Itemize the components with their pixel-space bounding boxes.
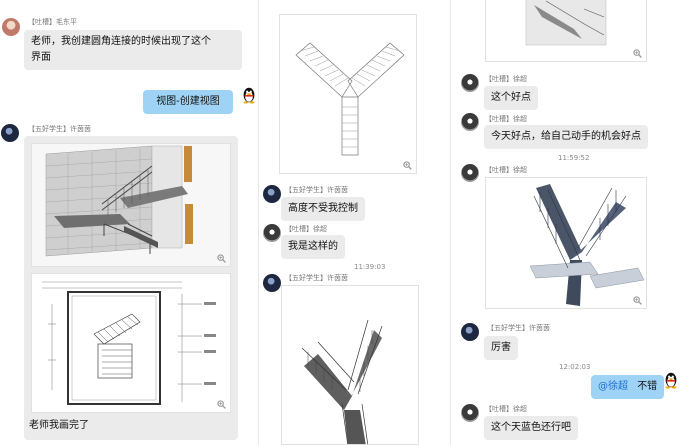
image-attachment[interactable] xyxy=(281,285,419,445)
message-text: 这个天蓝色还行吧 xyxy=(491,422,571,433)
timestamp: 11:39:03 xyxy=(354,263,386,271)
message-bubble: 老师，我创建圆角连接的时候出现了这个 界面 xyxy=(24,30,242,70)
sender-name: 【吐槽】徐超 xyxy=(285,225,327,233)
avatar[interactable] xyxy=(263,274,281,292)
avatar[interactable] xyxy=(1,124,19,142)
message-bubble: 我是这样的 xyxy=(281,235,345,259)
message-text: 视图-创建视图 xyxy=(156,96,220,107)
message-bubble: 厉害 xyxy=(484,336,518,360)
message-bubble-self: 视图-创建视图 xyxy=(143,90,233,114)
sender-name: 【吐槽】毛东平 xyxy=(28,18,77,26)
avatar[interactable] xyxy=(2,18,20,36)
message-text: 老师，我创建圆角连接的时候出现了这个 xyxy=(31,36,211,47)
avatar[interactable] xyxy=(461,74,479,92)
zoom-in-icon[interactable] xyxy=(633,296,642,305)
image-attachment[interactable] xyxy=(279,14,417,174)
message-text: 高度不受我控制 xyxy=(288,203,358,214)
message-text: 我是这样的 xyxy=(288,241,338,252)
stair-plan-drawing xyxy=(32,274,230,412)
message-text: 老师我画完了 xyxy=(29,420,89,431)
timestamp: 12:02:03 xyxy=(559,363,591,371)
message-bubble: 高度不受我控制 xyxy=(281,197,365,221)
chat-column-middle: 【五好学生】许茵茵 高度不受我控制 【吐槽】徐超 我是这样的 11:39:03 … xyxy=(259,0,449,445)
sender-name: 【吐槽】徐超 xyxy=(485,75,527,83)
message-bubble-self: @徐超 不错 xyxy=(591,375,665,399)
y-stair-plan-image xyxy=(295,42,405,156)
avatar[interactable] xyxy=(263,224,281,242)
sender-name: 【吐槽】徐超 xyxy=(485,166,527,174)
message-text: 今天好点，给自己动手的机会好点 xyxy=(491,131,641,142)
sender-name: 【吐槽】徐超 xyxy=(485,115,527,123)
sender-name: 【五好学生】许茵茵 xyxy=(285,186,348,194)
sender-name: 【吐槽】徐超 xyxy=(485,405,527,413)
zoom-in-icon[interactable] xyxy=(217,254,226,263)
avatar[interactable] xyxy=(461,404,479,422)
avatar[interactable] xyxy=(263,185,281,203)
zoom-in-icon[interactable] xyxy=(633,49,642,58)
image-message-bubble: 老师我画完了 xyxy=(24,136,238,440)
image-attachment[interactable] xyxy=(485,177,647,309)
mention-link[interactable]: @徐超 xyxy=(598,381,628,392)
message-bubble: 这个天蓝色还行吧 xyxy=(484,416,578,440)
y-stair-blue-3d-image xyxy=(529,184,645,306)
y-stair-3d-image xyxy=(301,319,383,444)
zoom-in-icon[interactable] xyxy=(217,400,226,409)
sender-name: 【五好学生】许茵茵 xyxy=(487,324,550,332)
image-attachment[interactable] xyxy=(31,273,231,413)
zoom-in-icon[interactable] xyxy=(403,161,412,170)
chat-column-right: 【吐槽】徐超 这个好点 【吐槽】徐超 今天好点，给自己动手的机会好点 11:59… xyxy=(451,0,700,445)
column-divider xyxy=(258,0,259,445)
stair-3d-image xyxy=(32,144,230,266)
chat-column-left: 【吐槽】毛东平 老师，我创建圆角连接的时候出现了这个 界面 视图-创建视图 【五… xyxy=(0,0,258,445)
message-bubble: 今天好点，给自己动手的机会好点 xyxy=(484,125,648,149)
message-bubble: 这个好点 xyxy=(484,86,538,110)
sender-name: 【五好学生】许茵茵 xyxy=(28,125,91,133)
message-text: 界面 xyxy=(31,52,51,63)
avatar[interactable] xyxy=(461,113,479,131)
qq-penguin-icon[interactable] xyxy=(662,371,680,389)
avatar[interactable] xyxy=(461,323,479,341)
timestamp: 11:59:52 xyxy=(558,154,590,162)
stair-3d-image-top xyxy=(525,0,607,46)
qq-penguin-icon[interactable] xyxy=(240,86,258,104)
sender-name: 【五好学生】许茵茵 xyxy=(285,274,348,282)
image-attachment[interactable] xyxy=(31,143,231,267)
message-text: 厉害 xyxy=(491,342,511,353)
column-divider xyxy=(450,0,451,445)
image-attachment[interactable] xyxy=(485,0,647,62)
avatar[interactable] xyxy=(461,164,479,182)
message-text: 不错 xyxy=(637,381,658,392)
message-text: 这个好点 xyxy=(491,92,531,103)
